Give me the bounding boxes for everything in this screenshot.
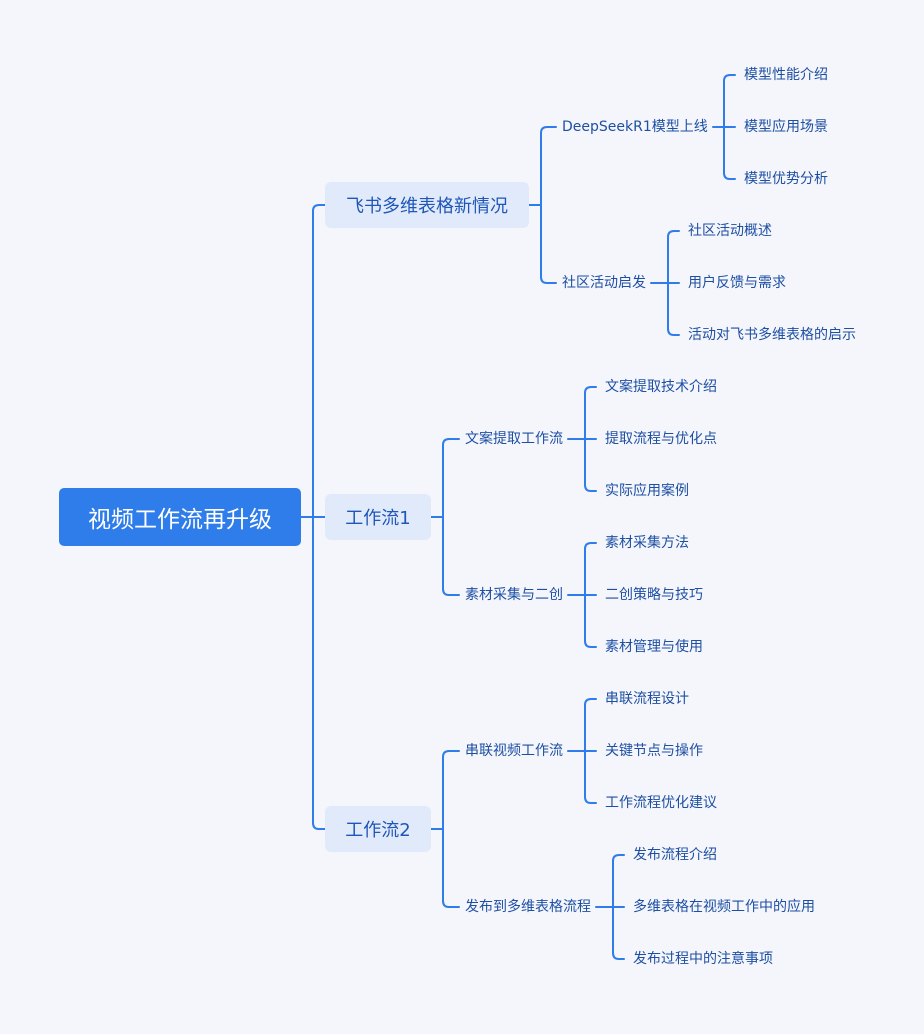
topic-node-3-2[interactable]: 发布到多维表格流程: [465, 899, 591, 915]
topic-node-1-2[interactable]: 社区活动启发: [562, 275, 646, 291]
branch-1-connector-spine: [540, 126, 557, 284]
topic-node-2-2[interactable]: 素材采集与二创: [465, 587, 563, 603]
branch-node-3[interactable]: 工作流2: [325, 806, 431, 852]
leaf-node-2-2-2[interactable]: 二创策略与技巧: [605, 587, 703, 603]
topic-node-3-1[interactable]: 串联视频工作流: [465, 743, 563, 759]
leaf-node-1-1-1[interactable]: 模型性能介绍: [744, 67, 828, 83]
root-node[interactable]: 视频工作流再升级: [59, 488, 301, 546]
leaf-node-1-1-3[interactable]: 模型优势分析: [744, 171, 828, 187]
branch-node-1[interactable]: 飞书多维表格新情况: [325, 182, 529, 228]
leaf-node-3-1-3[interactable]: 工作流程优化建议: [605, 795, 717, 811]
leaf-node-3-1-2[interactable]: 关键节点与操作: [605, 743, 703, 759]
leaf-node-3-2-1[interactable]: 发布流程介绍: [633, 847, 717, 863]
leaf-node-3-2-2[interactable]: 多维表格在视频工作中的应用: [633, 899, 815, 915]
leaf-node-2-1-1[interactable]: 文案提取技术介绍: [605, 379, 717, 395]
leaf-node-1-2-2[interactable]: 用户反馈与需求: [688, 275, 786, 291]
branch-3-connector-spine: [442, 750, 460, 908]
leaf-node-1-2-3[interactable]: 活动对飞书多维表格的启示: [688, 327, 856, 343]
leaf-node-2-1-2[interactable]: 提取流程与优化点: [605, 431, 717, 447]
topic-node-2-1[interactable]: 文案提取工作流: [465, 431, 563, 447]
branch-node-2[interactable]: 工作流1: [325, 494, 431, 540]
leaf-node-2-2-1[interactable]: 素材采集方法: [605, 535, 689, 551]
leaf-node-3-1-1[interactable]: 串联流程设计: [605, 691, 689, 707]
leaf-node-3-2-3[interactable]: 发布过程中的注意事项: [633, 951, 773, 967]
topic-node-1-1[interactable]: DeepSeekR1模型上线: [562, 119, 708, 135]
leaf-node-1-1-2[interactable]: 模型应用场景: [744, 119, 828, 135]
leaf-node-2-2-3[interactable]: 素材管理与使用: [605, 639, 703, 655]
leaf-node-2-1-3[interactable]: 实际应用案例: [605, 483, 689, 499]
branch-2-connector-spine: [442, 438, 460, 596]
leaf-node-1-2-1[interactable]: 社区活动概述: [688, 223, 772, 239]
